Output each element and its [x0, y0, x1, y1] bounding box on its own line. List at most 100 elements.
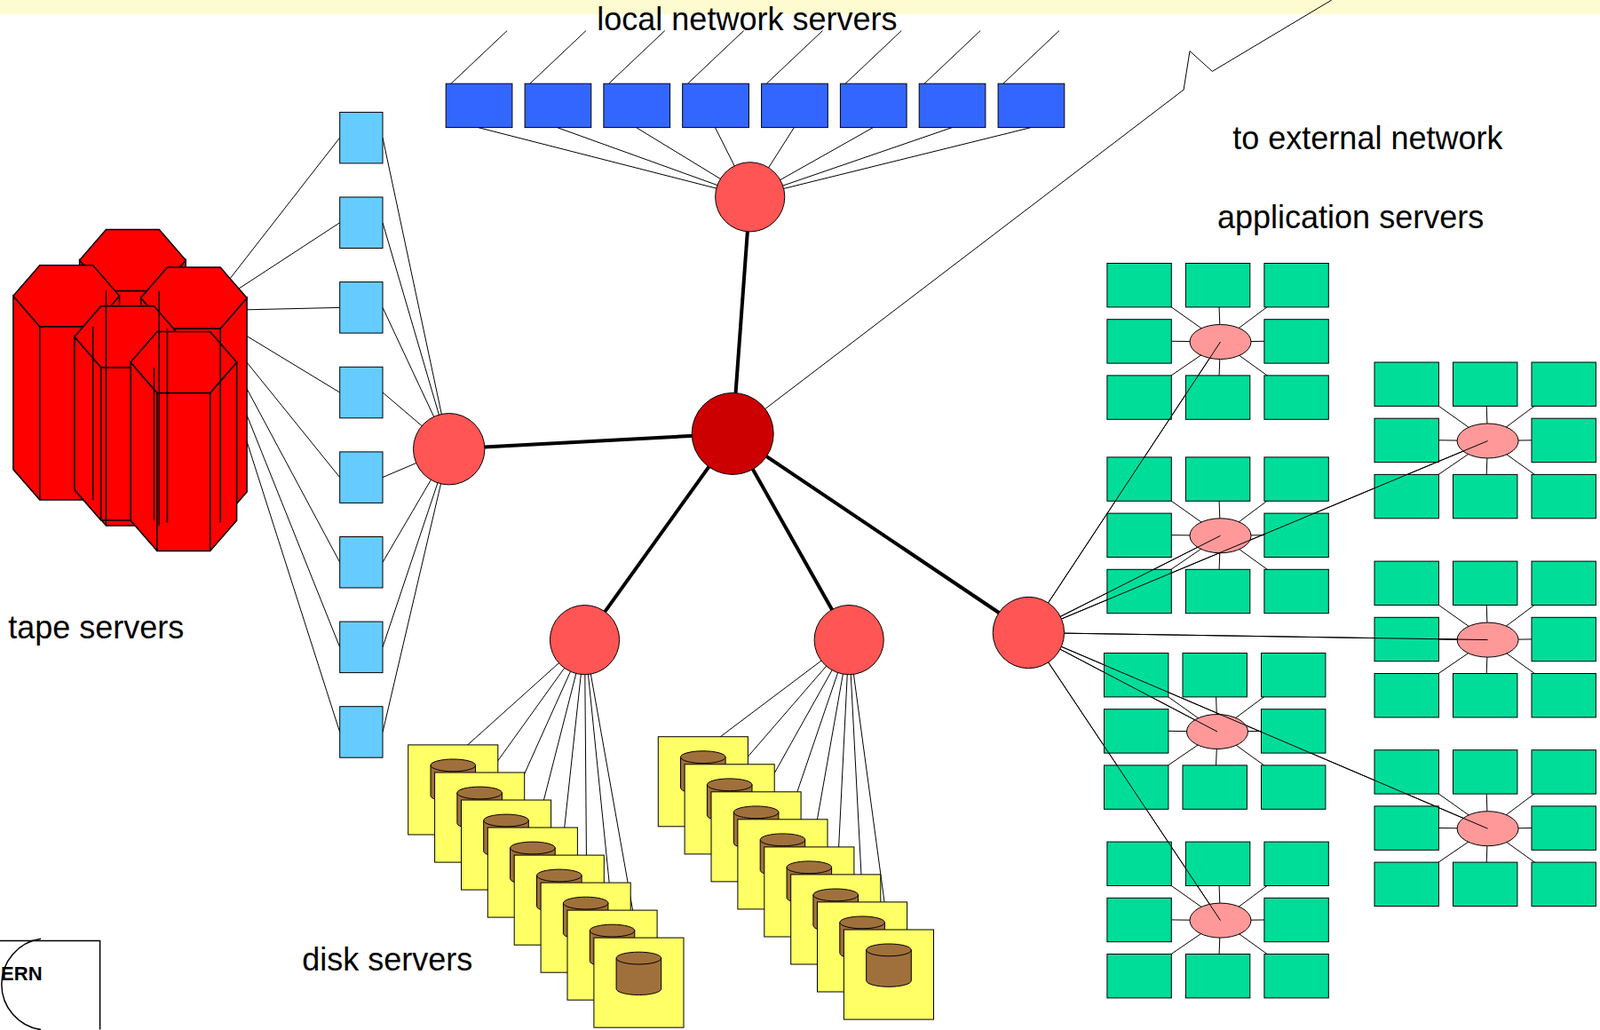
uplink-line — [530, 31, 587, 85]
uplink-line — [1003, 31, 1060, 85]
disk-server — [594, 937, 684, 1028]
application-server — [1107, 841, 1172, 886]
silo-edge — [92, 326, 95, 500]
application-server — [1264, 457, 1329, 501]
network-server — [761, 83, 829, 127]
network-server — [998, 83, 1065, 127]
uplink-line — [924, 31, 981, 85]
application-server — [1264, 375, 1329, 420]
application-server — [1182, 653, 1247, 698]
tape-server — [340, 111, 383, 163]
link-line — [382, 449, 450, 733]
application-server — [1264, 954, 1329, 999]
tape-server — [340, 537, 383, 589]
tape-server — [340, 621, 383, 674]
application-server — [1453, 862, 1518, 906]
application-server — [1261, 765, 1326, 809]
disk-top — [616, 951, 662, 965]
tape-server — [340, 451, 383, 504]
application-server — [1107, 954, 1172, 999]
application-server — [1374, 750, 1439, 794]
uplink-line — [845, 31, 902, 85]
link-line — [478, 127, 751, 198]
disk-top — [589, 924, 635, 937]
application-server — [1185, 841, 1250, 886]
uplink-line — [688, 31, 745, 85]
disk-top — [839, 916, 886, 929]
tape-server — [340, 366, 383, 419]
application-server — [1107, 457, 1172, 501]
silo-edge — [158, 291, 161, 526]
network-server — [603, 83, 671, 127]
application-server — [1374, 862, 1439, 906]
servers — [0, 83, 1596, 1030]
backbone-link — [449, 433, 734, 449]
silo-edge — [219, 328, 222, 523]
logo-text: ERN — [0, 963, 42, 985]
disk-top — [760, 833, 806, 847]
disk-top — [733, 806, 779, 819]
application-server — [1182, 765, 1247, 809]
application-server — [1374, 474, 1439, 518]
application-server — [1531, 362, 1596, 406]
silo-edge — [209, 393, 212, 552]
application-server — [1104, 765, 1169, 809]
application-server — [1104, 653, 1169, 698]
link-line — [382, 137, 450, 450]
application-server — [1107, 263, 1172, 308]
application-server — [1185, 954, 1250, 999]
application-server — [1264, 841, 1329, 886]
application-server — [1453, 561, 1518, 605]
application-server — [1531, 750, 1596, 794]
network-switch — [992, 596, 1064, 668]
application-server — [1264, 319, 1329, 364]
application-server — [1374, 418, 1439, 462]
group-label: to external network — [1232, 120, 1503, 157]
application-server — [1107, 513, 1172, 557]
application-server — [1185, 375, 1250, 420]
tape-server — [340, 197, 383, 249]
silo-edge — [156, 393, 159, 552]
application-server — [1107, 375, 1172, 420]
cluster-link — [1028, 441, 1488, 634]
cluster-link — [1028, 633, 1220, 921]
backbone-link — [732, 433, 1029, 633]
tape-server — [340, 706, 383, 759]
disk-server — [843, 929, 934, 1020]
disk-top — [457, 786, 503, 800]
network-switch — [814, 605, 884, 675]
application-server — [1453, 750, 1518, 794]
network-server — [445, 83, 513, 127]
disk-top — [483, 814, 530, 827]
disk-top — [786, 861, 832, 874]
application-server — [1185, 569, 1250, 613]
application-server — [1185, 263, 1250, 308]
network-server — [839, 83, 907, 127]
application-server — [1531, 862, 1596, 906]
disk-top — [706, 778, 753, 792]
uplink-line — [451, 31, 507, 85]
application-server — [1261, 653, 1326, 698]
drive-line — [224, 222, 341, 299]
silo-edge — [100, 367, 103, 521]
application-server — [1374, 362, 1439, 406]
application-server — [1531, 673, 1596, 718]
application-server — [1531, 806, 1596, 850]
link-line — [1028, 441, 1488, 634]
silo-edge — [39, 326, 41, 500]
cluster-link — [1028, 633, 1488, 641]
uplink-line — [609, 31, 666, 85]
tape-server — [340, 282, 383, 334]
application-server — [1264, 897, 1329, 942]
link-line — [750, 127, 1031, 198]
disk-top — [510, 841, 556, 855]
cluster-link — [1028, 341, 1220, 634]
disk-top — [866, 943, 912, 957]
application-server — [1374, 673, 1439, 718]
application-server — [1264, 569, 1329, 613]
disk-top — [562, 896, 609, 910]
network-switch — [549, 605, 619, 675]
application-server — [1453, 474, 1518, 518]
disk-top — [537, 869, 583, 882]
application-server — [1531, 561, 1596, 605]
